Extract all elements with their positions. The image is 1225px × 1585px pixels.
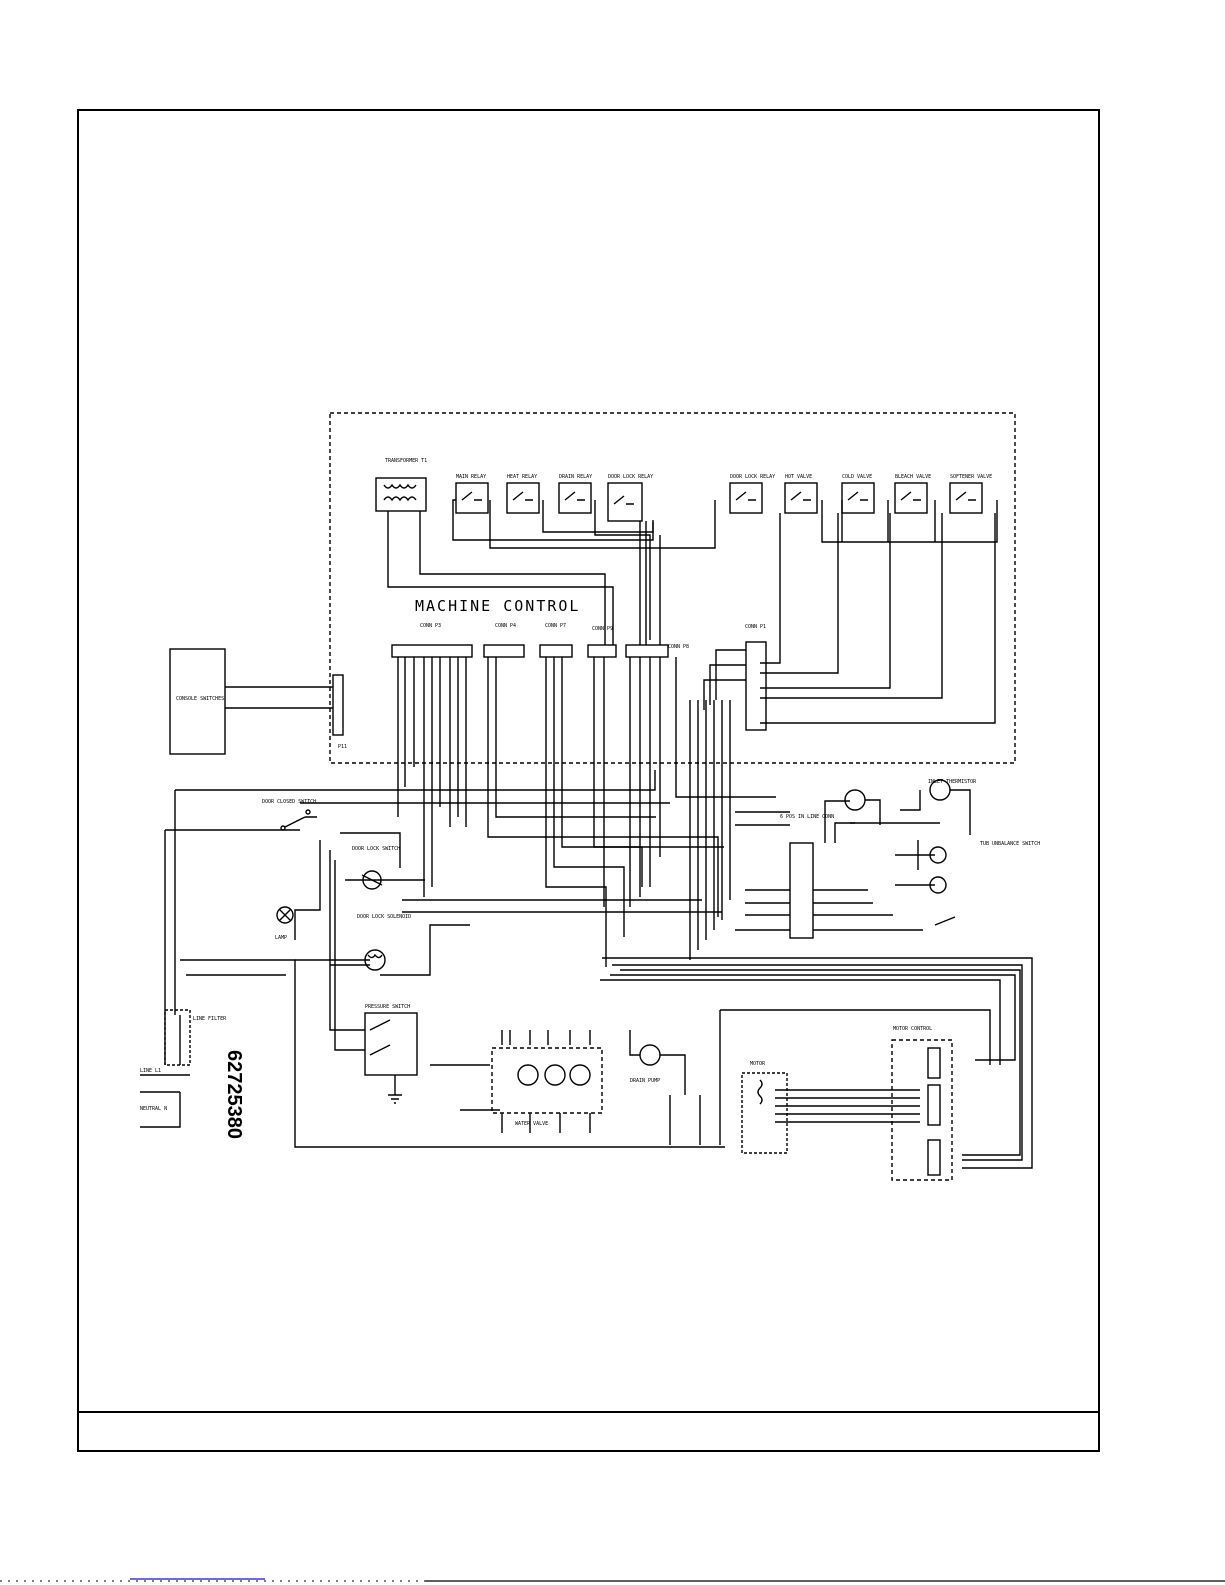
- conn-p3-label: CONN P3: [420, 623, 441, 629]
- lamp: [276, 906, 294, 924]
- neutral-label: NEUTRAL N: [140, 1106, 167, 1112]
- relay-label: HEAT RELAY: [507, 474, 537, 480]
- line-filter-label: LINE FILTER: [193, 1016, 227, 1022]
- conn-p7-label: CONN P7: [545, 623, 566, 629]
- door-closed-switch: [280, 809, 317, 831]
- door-lock-switch-label: DOOR LOCK SWITCH: [352, 846, 400, 852]
- motor-box: [741, 1072, 788, 1154]
- page-frame: [77, 109, 1100, 1452]
- relay-label: HOT VALVE: [785, 474, 812, 480]
- connector-blocks: [391, 641, 767, 731]
- relay-label: DRAIN RELAY: [559, 474, 592, 480]
- footer-rule: [77, 1411, 1100, 1413]
- relay-label: BLEACH VALVE: [895, 474, 931, 480]
- conn-p11-label: P11: [338, 744, 347, 750]
- conn-p1-label: CONN P1: [745, 624, 766, 630]
- conn-p8-label: CONN P8: [668, 644, 689, 650]
- conn-p4-label: CONN P4: [495, 623, 516, 629]
- door-lock-solenoid-label: DOOR LOCK SOLENOID: [357, 914, 411, 920]
- drain-pump-label: DRAIN PUMP: [630, 1078, 660, 1084]
- relay-label: SOFTENER VALVE: [950, 474, 992, 480]
- diagram-title: MACHINE CONTROL: [415, 597, 580, 615]
- motor-control-label: MOTOR CONTROL: [893, 1026, 932, 1032]
- motor-label: MOTOR: [750, 1061, 766, 1067]
- transformer-label: TRANSFORMER T1: [385, 458, 427, 464]
- relay-labels: MAIN RELAY HEAT RELAY DRAIN RELAY DOOR LOCK…: [456, 474, 992, 480]
- motor-control-box: [891, 1039, 953, 1181]
- line-filter-box: [164, 1009, 191, 1066]
- door-lock-solenoid: [364, 949, 386, 971]
- water-valve-box: [491, 1047, 603, 1114]
- inline-connector-label: 6 POS IN LINE CONN: [780, 814, 834, 820]
- door-closed-switch-label: DOOR CLOSED SWITCH: [262, 799, 316, 805]
- relay-label: MAIN RELAY: [456, 474, 486, 480]
- water-valve-label: WATER VALVE: [515, 1121, 548, 1127]
- conn-p9-label: CONN P9: [592, 626, 613, 632]
- machine-control-enclosure: [329, 412, 1016, 764]
- console-switches-label: CONSOLE SWITCHES: [176, 696, 224, 702]
- relay-label: DOOR LOCK RELAY: [608, 474, 653, 480]
- tub-unbalance-label: TUB UNBALANCE SWITCH: [980, 841, 1040, 847]
- part-number: 62725380: [223, 1050, 245, 1139]
- pressure-switch-label: PRESSURE SWITCH: [365, 1004, 410, 1010]
- lamp-label: LAMP: [275, 935, 287, 941]
- pressure-switch-box: [364, 1012, 418, 1076]
- relay-label: COLD VALVE: [842, 474, 872, 480]
- line-l1-label: LINE L1: [140, 1068, 161, 1074]
- page-edge-marks: [0, 1578, 1225, 1582]
- inline-connector: [789, 842, 814, 939]
- inlet-thermistor-label: INLET THERMISTOR: [928, 779, 977, 785]
- relay-row: [455, 482, 983, 522]
- relay-label: DOOR LOCK RELAY: [730, 474, 775, 480]
- door-lock-switch: [361, 870, 383, 890]
- transformer: [375, 477, 427, 512]
- drain-pump-symbol: [639, 1044, 661, 1066]
- console-switches-box: [169, 648, 226, 755]
